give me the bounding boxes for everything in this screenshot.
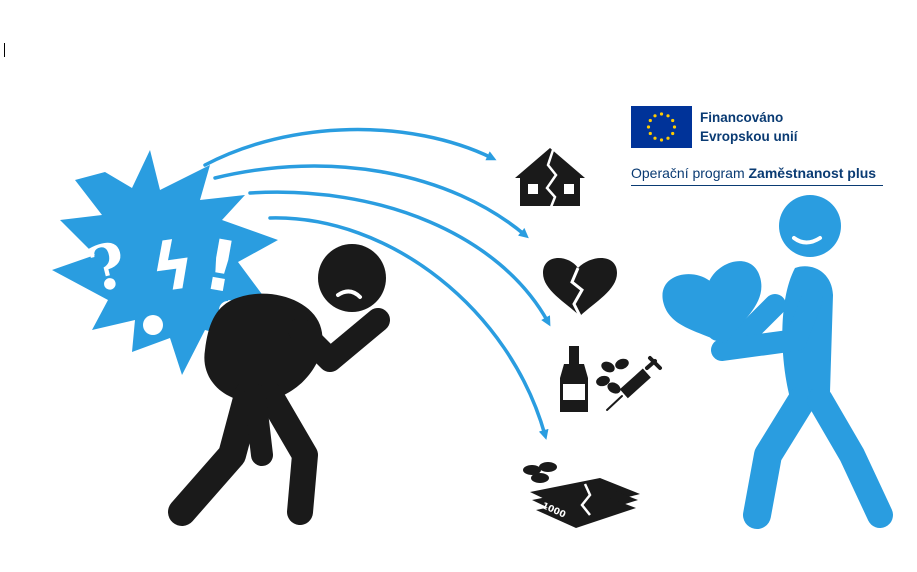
text-cursor [4,43,5,57]
stressed-person-figure [168,244,390,526]
consequence-arrows [203,127,551,440]
lightning-symbol: ϟ [146,226,200,308]
program-name: Zaměstnanost plus [748,165,877,181]
eu-funding-badge: Financováno Evropskou unií Operační prog… [631,106,891,186]
program-underline [631,185,883,186]
broken-house-icon [515,148,585,208]
pills-icon [596,358,629,394]
money-icon: 1000 [523,462,640,528]
eu-flag-icon [631,106,692,148]
funded-line-1: Financováno [700,110,784,125]
helper-person-head [779,195,841,257]
syringe-icon [606,356,662,411]
stressed-person-head [318,244,386,312]
broken-heart-icon [543,258,617,317]
arrow-to-heart [213,164,529,239]
arrow-to-house [203,127,497,167]
bottle-icon [560,346,588,412]
funded-line-2: Evropskou unií [700,129,798,144]
operational-program-line: Operační program Zaměstnanost plus [631,165,876,181]
arrow-to-addiction [248,190,551,327]
eu-funding-text: Financováno Evropskou unií [700,108,798,146]
helper-person-figure [707,195,893,529]
heart-icon [662,261,762,344]
arrow-to-money [268,216,549,440]
program-prefix: Operační program [631,165,749,181]
